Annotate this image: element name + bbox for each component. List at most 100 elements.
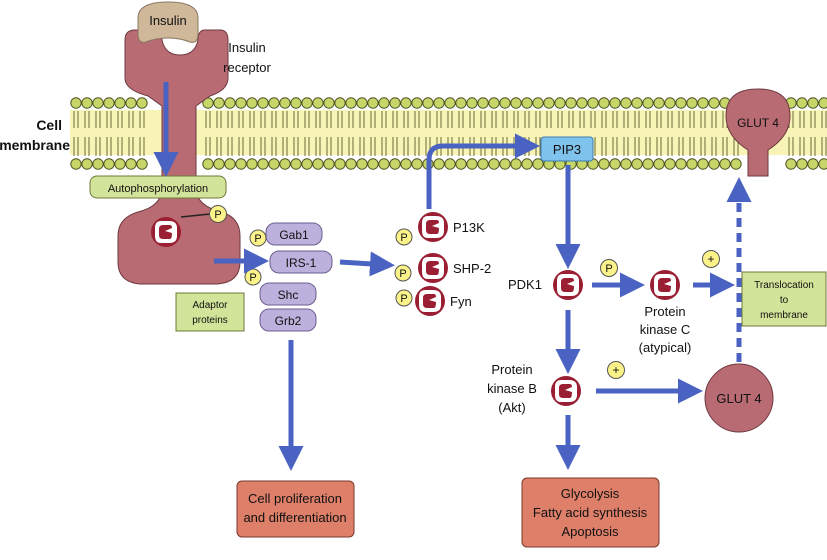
membrane-label-line1: Cell	[36, 117, 62, 133]
p13k-kinase-icon	[418, 212, 448, 242]
lipid-head	[598, 97, 610, 109]
lipid-head	[807, 158, 819, 170]
glut4-membrane-label: GLUT 4	[737, 116, 779, 130]
lipid-head	[433, 158, 445, 170]
lipid-head	[235, 97, 247, 109]
lipid-head	[664, 97, 676, 109]
glut4-vesicle-label: GLUT 4	[716, 391, 761, 406]
pdk1-phospho-badge	[600, 259, 618, 277]
arrow-p13k-to-pip3	[426, 133, 541, 209]
lipid-head	[279, 97, 291, 109]
lipid-head	[136, 158, 148, 170]
lipid-head	[510, 158, 522, 170]
translocation-label-line1: Translocation	[754, 280, 814, 291]
lipid-head	[257, 158, 269, 170]
lipid-head	[114, 158, 126, 170]
lipid-head	[213, 158, 225, 170]
lipid-head	[367, 97, 379, 109]
lipid-head	[356, 158, 368, 170]
adaptor-gab1-box	[265, 222, 323, 246]
lipid-head	[455, 158, 467, 170]
gab1-phospho-label: P	[254, 233, 261, 245]
lipid-head	[620, 158, 632, 170]
lipid-head	[466, 158, 478, 170]
lipid-head	[136, 97, 148, 109]
lipid-head	[301, 97, 313, 109]
lipid-head	[631, 158, 643, 170]
metabolic-outcomes-line2: Fatty acid synthesis	[533, 505, 648, 520]
fyn-phospho-badge	[395, 289, 413, 307]
lipid-head	[642, 158, 654, 170]
lipid-head	[598, 158, 610, 170]
lipid-head	[488, 158, 500, 170]
lipid-head	[708, 158, 720, 170]
pkb-label-line3: (Akt)	[498, 400, 525, 415]
lipid-head	[70, 158, 82, 170]
shp2-label: SHP-2	[453, 261, 491, 276]
lipid-head	[114, 97, 126, 109]
pkc-label-line3: (atypical)	[639, 340, 692, 355]
lipid-head	[290, 158, 302, 170]
lipid-head	[312, 158, 324, 170]
arrow-irs1-to-kinases	[339, 251, 395, 277]
gab1-phospho-badge	[249, 229, 267, 247]
pkc-kinase-icon	[650, 270, 680, 300]
pkc-plus-badge	[702, 250, 720, 268]
glut4-membrane-transporter	[725, 88, 791, 177]
adaptor-gab1-label: Gab1	[279, 228, 309, 242]
metabolic-outcomes-line1: Glycolysis	[561, 486, 620, 501]
cell-proliferation-label-line1: Cell proliferation	[248, 491, 342, 506]
lipid-head	[488, 97, 500, 109]
pkb-plus-badge	[607, 361, 625, 379]
lipid-head	[653, 97, 665, 109]
adaptor-grb2-box	[259, 308, 317, 332]
p13k-label: P13K	[453, 220, 485, 235]
lipid-head	[356, 97, 368, 109]
lipid-head	[455, 97, 467, 109]
pdk1-phospho-label: P	[605, 263, 612, 275]
lipid-head	[235, 158, 247, 170]
lipid-head	[378, 158, 390, 170]
receptor-phospho-badge	[209, 205, 227, 223]
lipid-head	[686, 97, 698, 109]
lipid-head	[664, 158, 676, 170]
pdk1-kinase-icon	[553, 270, 583, 300]
lipid-head	[422, 97, 434, 109]
lipid-head	[796, 158, 808, 170]
lipid-head	[609, 97, 621, 109]
metabolic-outcomes-box	[521, 477, 660, 548]
lipid-head	[521, 158, 533, 170]
pip3-box	[540, 136, 594, 162]
pkc-label-line2: kinase C	[640, 322, 691, 337]
lipid-head	[411, 97, 423, 109]
pkb-plus-label: +	[612, 363, 619, 377]
lipid-head	[532, 158, 544, 170]
lipid-head	[686, 158, 698, 170]
adaptor-proteins-label-line1: Adaptor	[192, 300, 228, 311]
lipid-head	[796, 97, 808, 109]
fyn-label: Fyn	[450, 294, 472, 309]
lipid-head	[565, 97, 577, 109]
shp2-phospho-badge	[394, 264, 412, 282]
translocation-label-line3: membrane	[760, 310, 808, 321]
insulin-receptor-label-line2: receptor	[223, 60, 271, 75]
adaptor-shc-label: Shc	[278, 288, 299, 302]
lipid-head	[345, 97, 357, 109]
p13k-phospho-label: P	[400, 232, 407, 244]
lipid-head	[378, 97, 390, 109]
lipid-head	[499, 97, 511, 109]
shp2-kinase-icon	[418, 253, 448, 283]
lipid-head	[411, 158, 423, 170]
lipid-head	[268, 158, 280, 170]
fyn-kinase-icon	[415, 286, 445, 316]
adaptor-proteins-label-line2: proteins	[192, 315, 228, 326]
adaptor-irs1-label: IRS-1	[286, 256, 317, 270]
pkc-label-line1: Protein	[644, 304, 685, 319]
shp2-phospho-label: P	[399, 268, 406, 280]
lipid-head	[334, 97, 346, 109]
lipid-head	[631, 97, 643, 109]
fyn-phospho-label: P	[400, 293, 407, 305]
adaptor-shc-box	[259, 282, 317, 306]
lipid-head	[444, 97, 456, 109]
